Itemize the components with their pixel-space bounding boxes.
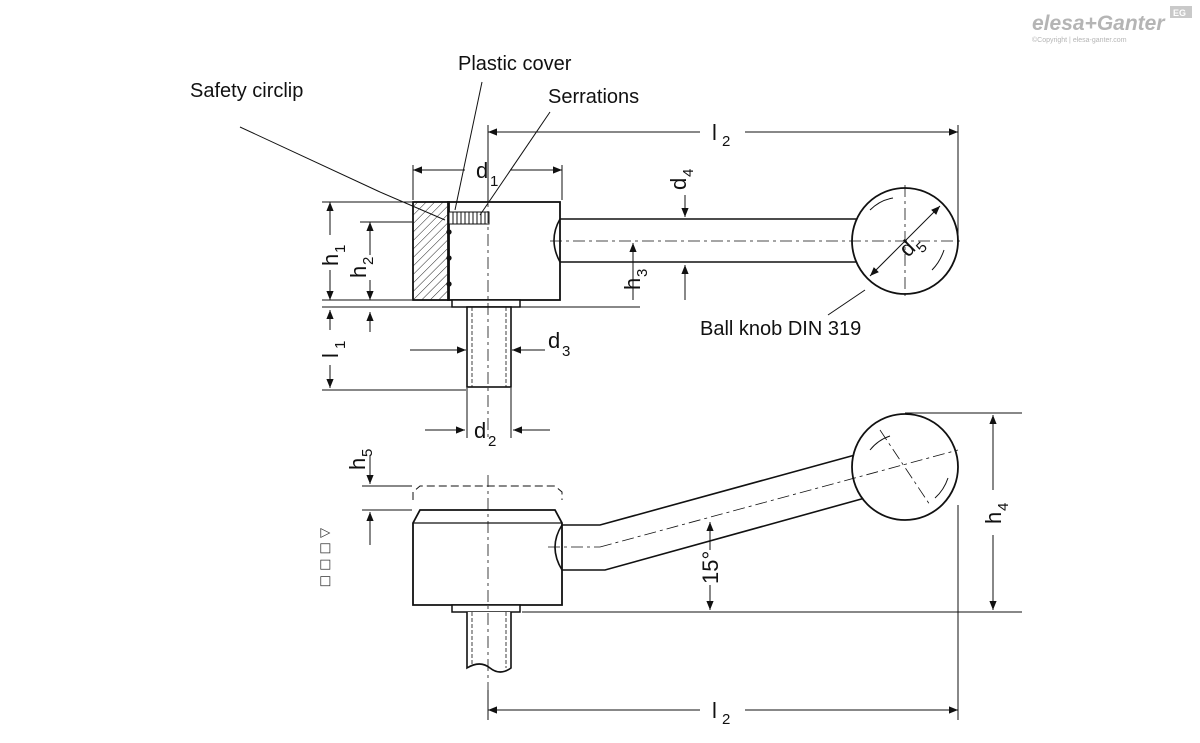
top-dimension-lines [322,125,959,438]
svg-text:h: h [318,254,343,266]
svg-text:d: d [476,158,488,183]
side-arm-bottom [562,497,866,571]
svg-text:h: h [346,266,371,278]
svg-text:2: 2 [488,433,496,450]
top-threaded-stud [466,306,512,388]
dim-d2: d 2 [474,418,496,450]
dim-l2-bottom: l 2 [712,698,730,728]
brand-badge-box [1170,6,1192,18]
dim-h4: h 4 [981,503,1012,524]
svg-text:h: h [620,278,645,290]
side-threaded-stud [466,612,512,673]
dim-d3: d 3 [548,328,570,360]
dim-l1: l 1 [318,341,349,358]
svg-text:2: 2 [722,711,730,728]
svg-text:1: 1 [490,173,498,190]
top-view [412,185,962,440]
spring-ball [446,229,452,235]
brand-copyright: ©Copyright | elesa-ganter.com [1032,36,1127,44]
spring-ball [446,255,452,261]
svg-text:h: h [981,512,1006,524]
dim-h5: h 5 [345,449,376,470]
spring-ball [446,281,452,287]
top-washer [451,299,521,308]
svg-text:l: l [712,698,717,723]
svg-text:1: 1 [332,245,349,253]
side-view [412,413,959,690]
svg-text:d: d [666,178,691,190]
label-plastic-cover: Plastic cover [458,53,572,75]
svg-text:h: h [345,458,370,470]
dim-d4: d 4 [666,169,697,190]
svg-text:4: 4 [995,503,1012,511]
side-arm-top [562,454,856,526]
svg-text:3: 3 [562,343,570,360]
dim-d1: d 1 [476,158,498,190]
label-ball-knob: Ball knob DIN 319 [700,318,861,340]
dim-h3: h 3 [620,269,651,290]
svg-text:5: 5 [359,449,376,457]
brand-badge-text: EG [1173,8,1186,18]
svg-text:l: l [712,120,717,145]
dim-l2-top: l 2 [712,120,730,150]
svg-text:d: d [474,418,486,443]
brand-logo-text: elesa+Ganter [1032,12,1166,35]
dim-h2: h 2 [346,257,377,278]
side-ball-knob [851,413,959,521]
svg-text:1: 1 [332,341,349,349]
dim-angle-15: 15° [698,551,723,584]
vertical-symbols: △ □ □ □ [318,528,333,587]
svg-text:3: 3 [634,269,651,277]
svg-text:4: 4 [680,169,697,177]
svg-text:2: 2 [722,133,730,150]
label-safety-circlip: Safety circlip [190,80,303,102]
svg-text:l: l [318,353,343,358]
label-serrations: Serrations [548,86,639,108]
leader-lines [239,81,866,316]
side-dimension-lines [362,412,1022,720]
svg-text:d: d [548,328,560,353]
svg-text:2: 2 [360,257,377,265]
serrations-teeth [448,211,490,225]
side-hub-body [412,509,563,606]
brand-logo: elesa+Ganter EG ©Copyright | elesa-gante… [1032,6,1192,44]
side-washer [451,604,521,613]
top-hub-section [412,201,450,301]
dim-h1: h 1 [318,245,349,266]
